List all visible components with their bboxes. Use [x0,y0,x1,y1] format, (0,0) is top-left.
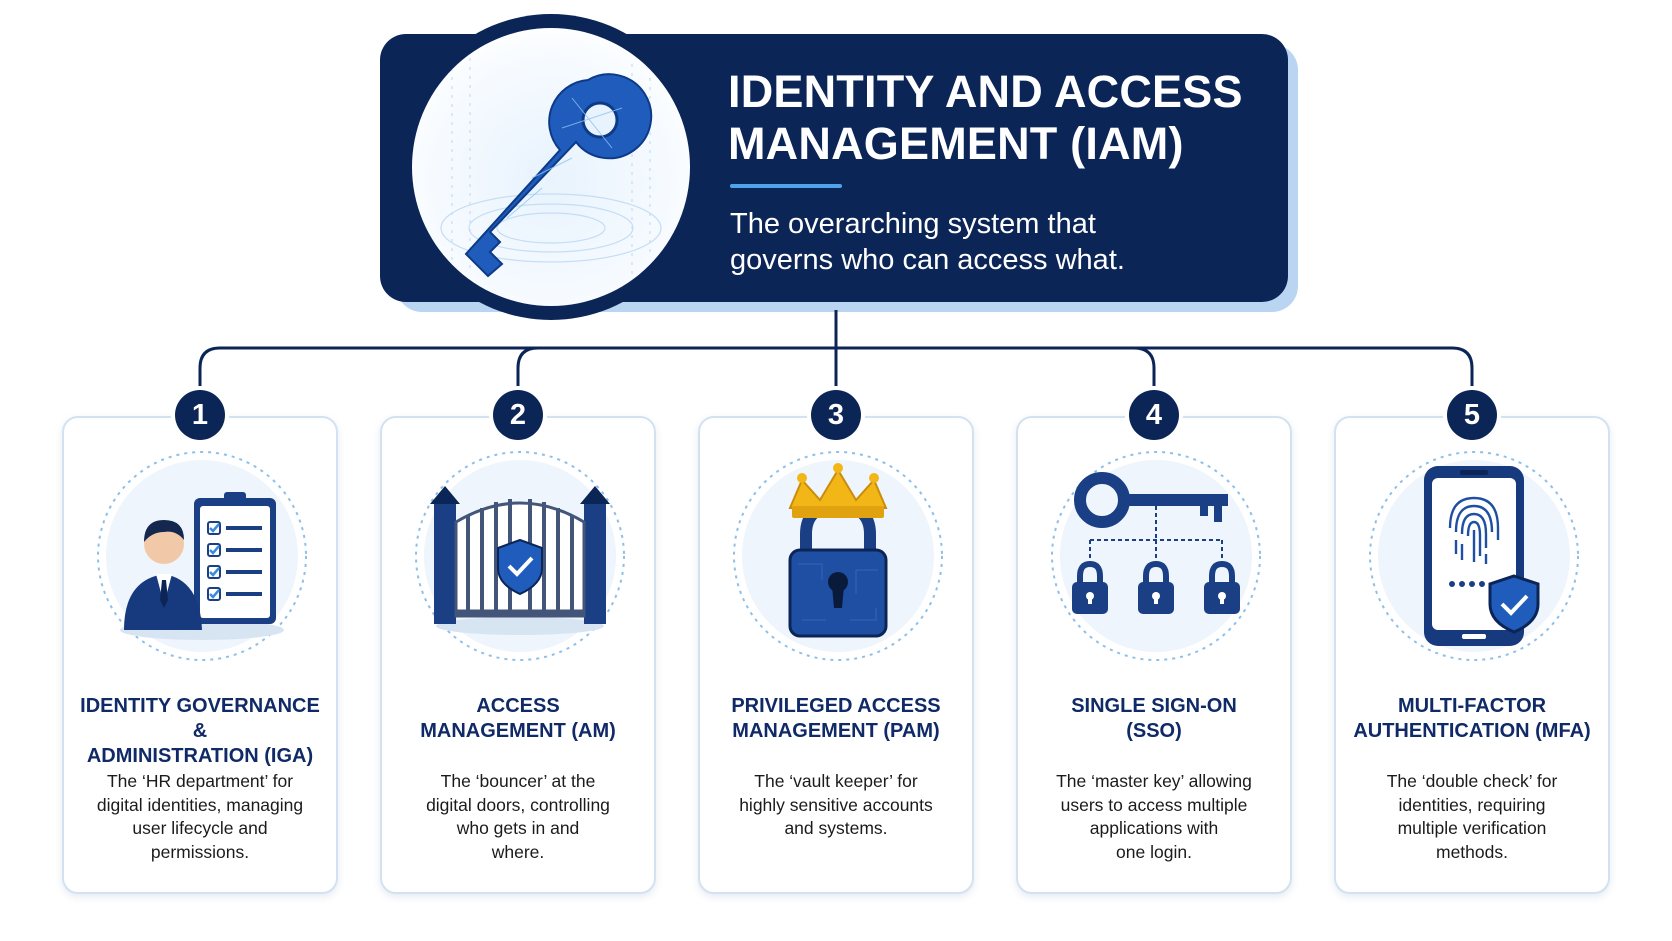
page-subtitle: The overarching system that governs who … [730,208,1125,276]
pillar-title: IDENTITY GOVERNANCE & ADMINISTRATION (IG… [80,695,320,767]
pillar-card-mfa: MULTI-FACTOR AUTHENTICATION (MFA) The ‘d… [1334,416,1610,894]
pillar-description: The ‘double check’ for identities, requi… [1386,771,1558,862]
hero-key-badge [398,14,704,320]
title-divider [730,184,842,188]
pillar-title: MULTI-FACTOR AUTHENTICATION (MFA) [1353,695,1591,742]
master-key-locks-icon [1051,451,1261,661]
pillar-title: PRIVILEGED ACCESS MANAGEMENT (PAM) [731,695,941,742]
pillar-title: SINGLE SIGN-ON (SSO) [1071,695,1237,742]
administrator-checklist-icon [97,451,307,661]
crowned-padlock-icon [733,451,943,661]
pillar-icon-frame [408,444,632,668]
pillar-number-badge: 2 [493,390,543,440]
page-title: IDENTITY AND ACCESS MANAGEMENT (IAM) [728,66,1243,169]
pillar-icon-frame [1362,444,1586,668]
pillar-card-am: ACCESS MANAGEMENT (AM) The ‘bouncer’ at … [380,416,656,894]
key-icon [440,58,662,278]
gate-shield-icon [415,451,625,661]
pillar-number-badge: 3 [811,390,861,440]
pillar-icon-frame [1044,444,1268,668]
phone-fingerprint-icon [1369,451,1579,661]
pillar-card-pam: PRIVILEGED ACCESS MANAGEMENT (PAM) The ‘… [698,416,974,894]
pillar-description: The ‘bouncer’ at the digital doors, cont… [426,771,610,862]
pillar-icon-frame [90,444,314,668]
hero-key-frame [412,28,690,306]
pillar-number-badge: 4 [1129,390,1179,440]
pillar-card-iga: IDENTITY GOVERNANCE & ADMINISTRATION (IG… [62,416,338,894]
pillar-number-badge: 5 [1447,390,1497,440]
pillar-description: The ‘HR department’ for digital identiti… [96,771,304,862]
pillar-icon-frame [726,444,950,668]
pillar-title: ACCESS MANAGEMENT (AM) [420,695,616,742]
pillar-description: The ‘master key’ allowing users to acces… [1056,771,1252,862]
pillar-number-badge: 1 [175,390,225,440]
pillar-card-sso: SINGLE SIGN-ON (SSO) The ‘master key’ al… [1016,416,1292,894]
pillar-description: The ‘vault keeper’ for highly sensitive … [739,771,933,838]
